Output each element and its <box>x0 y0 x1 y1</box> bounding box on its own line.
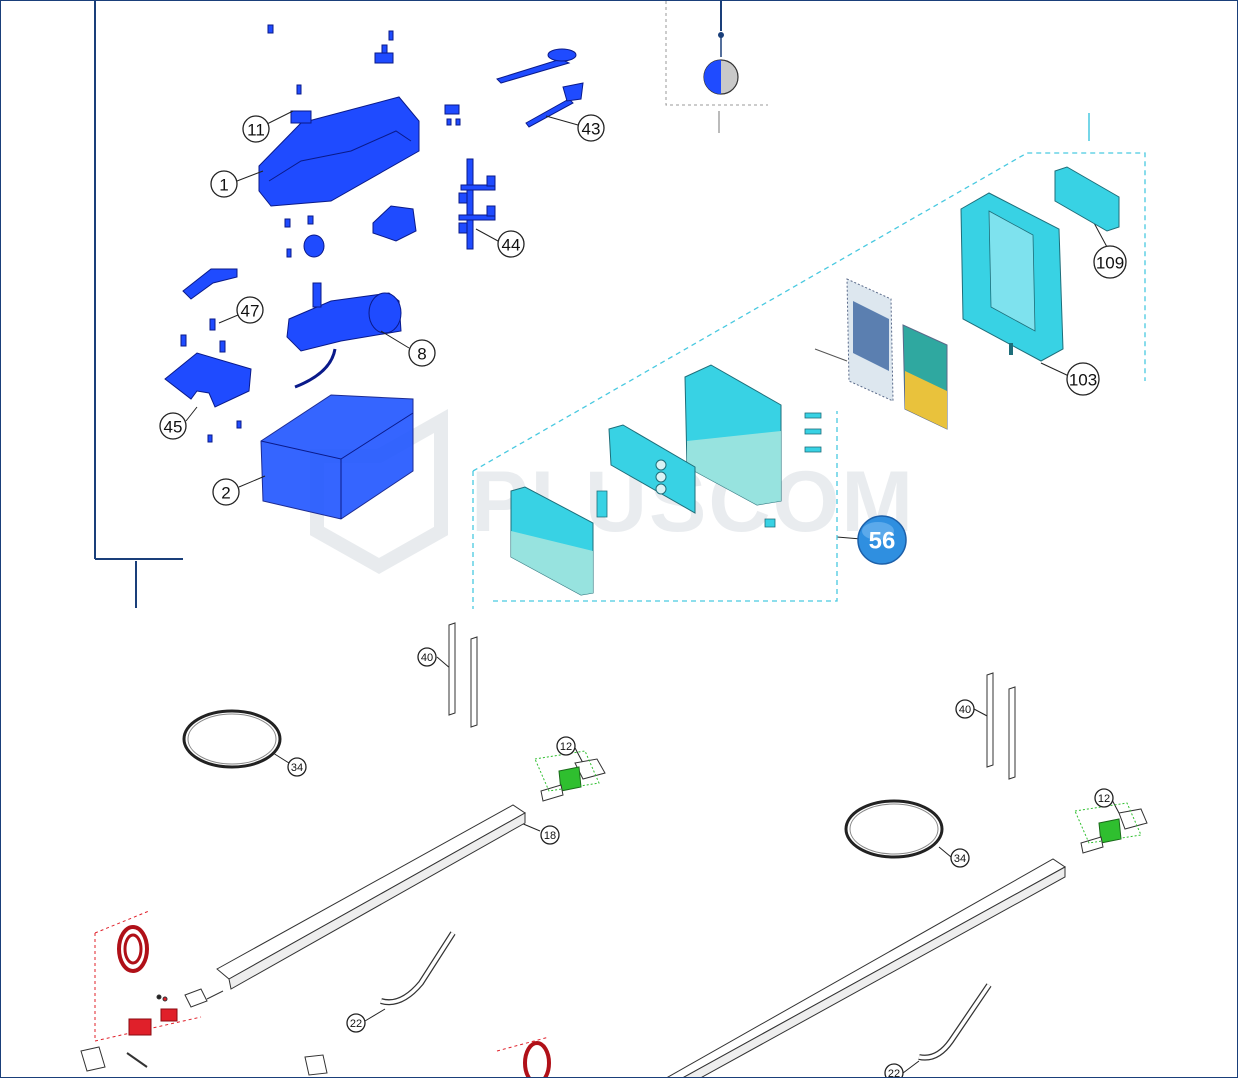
callout-103: 103 <box>1066 362 1100 396</box>
part-109 <box>1054 166 1120 232</box>
callout-22-right: 22 <box>884 1063 904 1078</box>
part-11 <box>290 110 312 124</box>
svg-text:34: 34 <box>291 762 303 774</box>
svg-text:43: 43 <box>582 120 601 139</box>
svg-text:12: 12 <box>1098 793 1110 805</box>
callout-43: 43 <box>577 114 605 142</box>
svg-text:47: 47 <box>241 302 260 321</box>
svg-text:18: 18 <box>544 830 556 842</box>
svg-text:11: 11 <box>247 121 265 140</box>
svg-text:8: 8 <box>417 345 426 364</box>
rail-parts <box>80 622 1148 1077</box>
callout-2: 2 <box>212 478 240 506</box>
svg-text:40: 40 <box>421 652 433 664</box>
callout-47: 47 <box>236 296 264 324</box>
callout-1: 1 <box>210 170 238 198</box>
callout-44: 44 <box>497 230 525 258</box>
svg-text:44: 44 <box>502 236 521 255</box>
group-bracket-lines <box>94 1 722 608</box>
callout-34-left: 34 <box>287 757 307 777</box>
callout-40-right: 40 <box>955 699 975 719</box>
motor-unit-parts <box>164 24 584 520</box>
callout-56-badge: 56 <box>857 515 907 565</box>
svg-text:34: 34 <box>954 853 966 865</box>
hanging-strap <box>448 622 456 716</box>
svg-text:103: 103 <box>1069 371 1097 390</box>
part-43-cable <box>496 58 571 84</box>
svg-text:56: 56 <box>869 528 896 555</box>
drive-belt <box>182 709 282 769</box>
svg-text:22: 22 <box>350 1018 362 1030</box>
callout-18: 18 <box>540 825 560 845</box>
rail-right <box>667 858 1066 1077</box>
red-coil <box>117 925 149 973</box>
svg-text:1: 1 <box>219 176 228 195</box>
svg-text:40: 40 <box>959 704 971 716</box>
callout-12-left: 12 <box>556 736 576 756</box>
svg-text:2: 2 <box>221 484 230 503</box>
control-unit-group <box>472 113 1146 609</box>
front-panel <box>608 424 696 514</box>
svg-text:12: 12 <box>560 741 572 753</box>
callout-8: 8 <box>408 339 436 367</box>
callout-45: 45 <box>159 412 187 440</box>
main-housing-part-1 <box>258 96 420 207</box>
arm-piece <box>182 268 238 300</box>
callout-40-left: 40 <box>417 647 437 667</box>
part-44-harness <box>466 158 474 250</box>
green-bracket <box>558 766 582 792</box>
svg-text:45: 45 <box>164 418 183 437</box>
red-block <box>128 1018 152 1036</box>
cover-part-2 <box>260 394 414 520</box>
rail-left <box>216 804 526 980</box>
callout-109: 109 <box>1093 245 1127 279</box>
callout-11: 11 <box>242 115 270 143</box>
plate-part-45 <box>164 352 252 408</box>
svg-text:109: 109 <box>1096 254 1124 273</box>
callout-22-left: 22 <box>346 1013 366 1033</box>
callout-12-right: 12 <box>1094 788 1114 808</box>
top-sphere-fragment <box>665 1 768 133</box>
svg-text:22: 22 <box>888 1068 900 1078</box>
callout-34-right: 34 <box>950 848 970 868</box>
